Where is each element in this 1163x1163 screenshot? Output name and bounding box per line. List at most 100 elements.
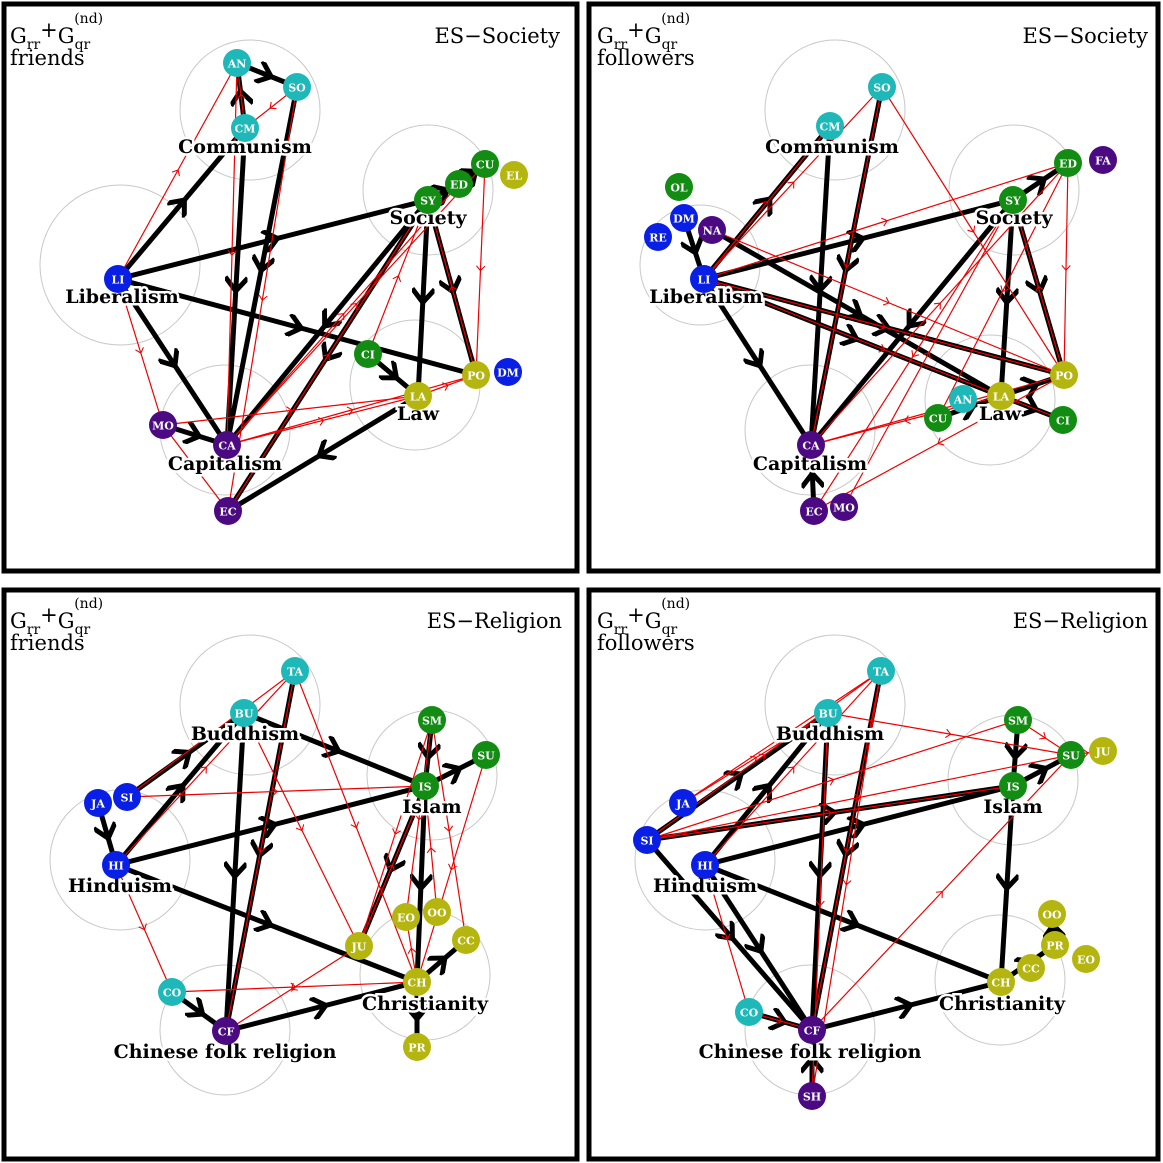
node-circle — [1072, 945, 1100, 973]
node-BU: BU — [230, 699, 258, 727]
node-label: CI — [361, 349, 375, 362]
edge-black-LI-SY — [117, 197, 429, 282]
node-AN: AN — [223, 49, 251, 77]
red-edges — [115, 670, 487, 1032]
node-circle — [452, 926, 480, 954]
node-label: HI — [108, 860, 124, 873]
group-circle — [924, 334, 1056, 466]
node-circle — [949, 385, 977, 413]
node-SM: SM — [1004, 706, 1032, 734]
node-CU: CU — [471, 150, 499, 178]
node-circle — [1004, 706, 1032, 734]
panel-2: CommunismSocietyLiberalismLawCapitalismS… — [586, 1, 1161, 574]
edge-red-HI-CO — [115, 864, 173, 993]
node-BU: BU — [814, 699, 842, 727]
node-circle — [735, 998, 763, 1026]
corner-formula: Grr+Gqr(nd)followers — [597, 11, 695, 70]
node-CA: CA — [213, 431, 241, 459]
formula: Grr+Gqr(nd) — [597, 11, 690, 53]
node-LA: LA — [987, 382, 1015, 410]
node-circle — [665, 173, 693, 201]
node-label: SO — [873, 82, 891, 95]
node-circle — [999, 772, 1027, 800]
node-label: FA — [1095, 155, 1111, 168]
node-circle — [392, 903, 420, 931]
node-label: CU — [476, 159, 495, 172]
node-circle — [223, 49, 251, 77]
formula-plus: + — [40, 18, 58, 42]
formula-plus: + — [627, 18, 645, 42]
group-circle — [179, 634, 321, 776]
edge-red-HI-CO — [704, 864, 750, 1013]
node-label: EC — [805, 506, 822, 519]
edge-red-CI-SY — [367, 199, 429, 355]
node-circle — [345, 932, 373, 960]
node-label: EC — [219, 506, 236, 519]
node-circle — [462, 361, 490, 389]
formula-g1: G — [10, 24, 27, 48]
edge-black-HI-CF — [702, 863, 815, 1032]
node-circle — [471, 150, 499, 178]
node-label: CF — [218, 1026, 235, 1039]
panel-title: ES−Society — [434, 24, 560, 48]
node-CH: CH — [403, 968, 431, 996]
node-circle — [691, 851, 719, 879]
panel-title: ES−Society — [1022, 24, 1148, 48]
node-CO: CO — [735, 998, 763, 1026]
edge-red-ED-CU — [937, 162, 1069, 419]
node-label: CU — [929, 413, 948, 426]
node-circle — [113, 783, 141, 811]
node-label: SI — [640, 835, 653, 848]
edge-red-MO-EC — [162, 424, 229, 512]
node-label: SY — [1005, 195, 1021, 208]
node-label: OL — [670, 182, 688, 195]
node-label: JA — [675, 798, 690, 811]
group-circle — [764, 39, 906, 181]
node-label: JU — [1095, 746, 1111, 759]
group-label: Christianity — [939, 993, 1066, 1015]
node-CC: CC — [452, 926, 480, 954]
node-circle — [354, 340, 382, 368]
node-label: SU — [477, 750, 495, 763]
node-PO: PO — [462, 361, 490, 389]
node-label: ED — [1059, 158, 1077, 171]
edge-black-HI-IS — [704, 783, 1014, 868]
node-SO: SO — [283, 73, 311, 101]
node-circle — [669, 789, 697, 817]
node-CI: CI — [354, 340, 382, 368]
edge-red-SY-EC — [813, 199, 1014, 512]
node-circle — [214, 497, 242, 525]
node-label: CO — [740, 1007, 759, 1020]
edge-black-CM-CA — [808, 125, 833, 446]
node-circle — [798, 1016, 826, 1044]
node-circle — [423, 898, 451, 926]
node-IS: IS — [999, 772, 1027, 800]
edge-black-HI-CH — [115, 862, 418, 985]
red-edges — [703, 86, 1071, 512]
node-SY: SY — [999, 186, 1027, 214]
edge-black-HI-BU — [114, 711, 246, 867]
node-circle — [644, 223, 672, 251]
node-CO: CO — [158, 978, 186, 1006]
edge-red-LI-PO — [703, 278, 1065, 376]
node-label: LI — [112, 274, 125, 287]
node-CF: CF — [798, 1016, 826, 1044]
node-SM: SM — [418, 706, 446, 734]
edge-red-CA-CU — [226, 163, 486, 446]
formula-plus: + — [627, 603, 645, 627]
node-JU: JU — [345, 932, 373, 960]
node-label: RE — [649, 232, 667, 245]
group-label: Capitalism — [753, 453, 867, 475]
group-circle — [159, 964, 291, 1096]
node-label: AN — [953, 394, 973, 407]
node-LA: LA — [404, 382, 432, 410]
node-CM: CM — [816, 112, 844, 140]
node-circle — [84, 789, 112, 817]
node-CI: CI — [1049, 406, 1077, 434]
node-label: MO — [152, 420, 174, 433]
node-label: CH — [991, 977, 1010, 990]
